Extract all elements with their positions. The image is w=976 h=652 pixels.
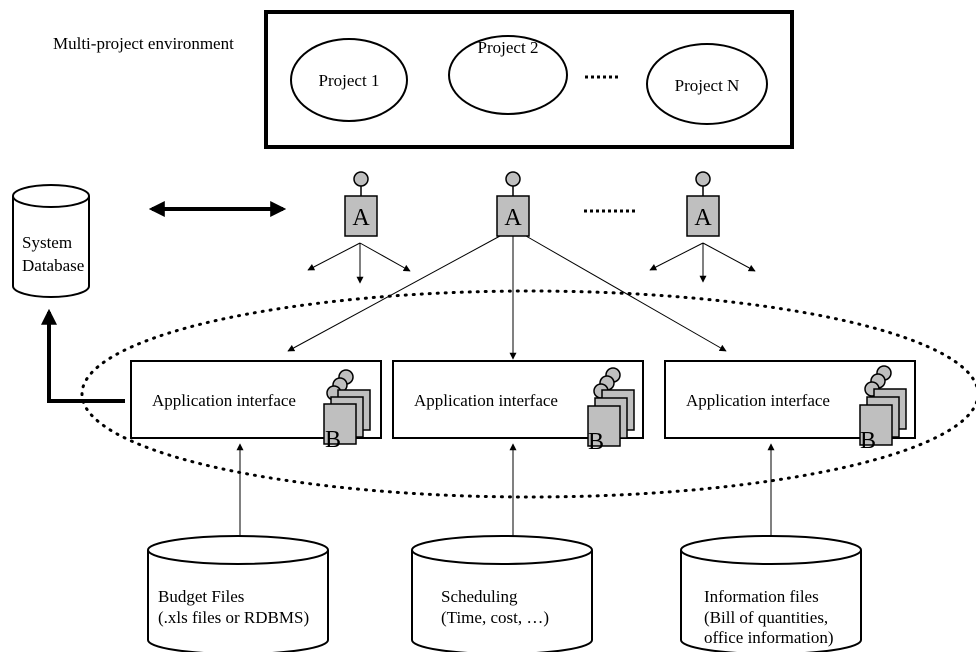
project-2: Project 2	[448, 35, 568, 115]
agent-a-3: A	[686, 171, 720, 237]
information-files-store: Information files (Bill of quantities, o…	[680, 535, 862, 652]
information-files-line1: Information files	[704, 587, 819, 606]
scheduling-line2: (Time, cost, …)	[441, 608, 549, 627]
agent-a-2: A	[496, 171, 530, 237]
interface-layer-boundary	[80, 289, 976, 499]
application-interface-3: Application interface B	[664, 360, 916, 454]
project-2-label: Project 2	[478, 38, 539, 57]
agent-b-1-label: B	[325, 427, 341, 453]
scheduling-store: Scheduling (Time, cost, …)	[411, 535, 593, 652]
interface-to-database-arrow	[41, 308, 125, 403]
information-files-line2: (Bill of quantities,	[704, 608, 828, 627]
agent-a-1-fanout	[307, 242, 411, 284]
agent-a-1: A	[344, 171, 378, 237]
source-links	[236, 443, 775, 540]
budget-files-line2: (.xls files or RDBMS)	[158, 608, 309, 627]
project-n-label: Project N	[675, 76, 740, 95]
interface-1-label: Application interface	[152, 391, 296, 410]
interface-2-label: Application interface	[414, 391, 558, 410]
database-label-line2: Database	[22, 256, 84, 275]
agent-a-3-label: A	[694, 205, 712, 231]
multi-project-box	[264, 10, 794, 149]
project-n: Project N	[646, 43, 768, 125]
project-1: Project 1	[290, 38, 408, 122]
agent-b-2-label: B	[588, 429, 604, 455]
agent-b-3-label: B	[860, 428, 876, 454]
agent-a-3-fanout	[649, 242, 756, 283]
application-interface-2: Application interface B	[392, 360, 644, 455]
project-1-label: Project 1	[319, 71, 380, 90]
budget-files-store: Budget Files (.xls files or RDBMS)	[147, 535, 329, 652]
agent-b-stack-2: B	[587, 367, 635, 455]
budget-files-line1: Budget Files	[158, 587, 244, 606]
agent-a-2-links	[287, 235, 727, 360]
environment-label: Multi-project environment	[53, 34, 234, 53]
interface-3-label: Application interface	[686, 391, 830, 410]
scheduling-line1: Scheduling	[441, 587, 518, 606]
database-label-line1: System	[22, 233, 72, 252]
agent-b-stack-3: B	[859, 365, 907, 454]
agent-b-stack-1: B	[323, 369, 371, 453]
information-files-line3: office information)	[704, 628, 834, 647]
system-database: System Database	[12, 184, 90, 298]
application-interface-1: Application interface B	[130, 360, 382, 453]
agent-a-2-label: A	[504, 205, 522, 231]
agent-a-1-label: A	[352, 205, 370, 231]
